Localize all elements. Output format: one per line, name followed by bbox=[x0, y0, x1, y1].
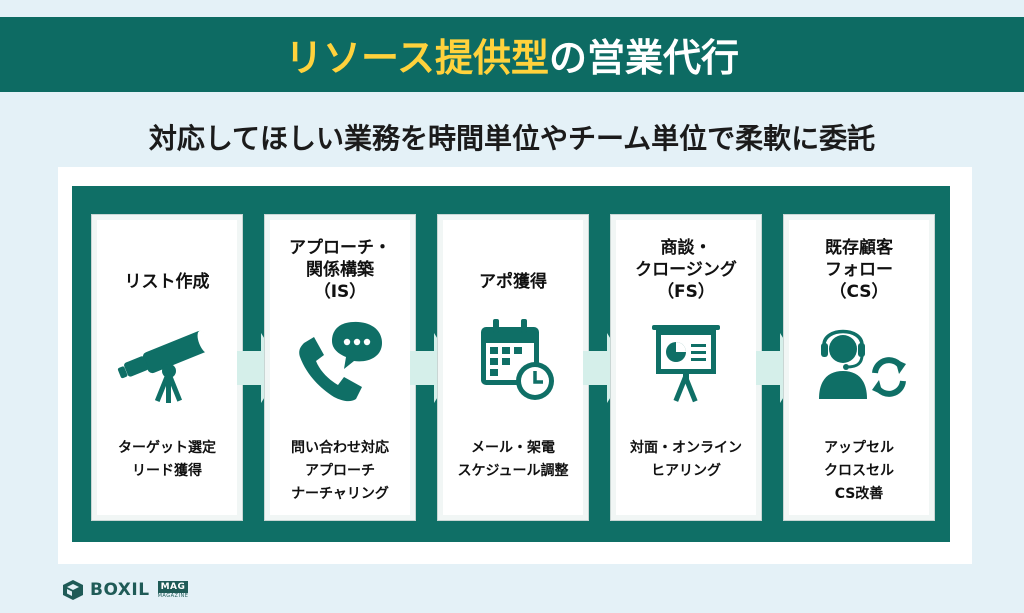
box-logo-icon bbox=[63, 580, 83, 600]
step-title: アポ獲得 bbox=[438, 271, 588, 293]
step-title-line: フォロー bbox=[825, 260, 893, 280]
title-banner: リソース提供型の営業代行 bbox=[0, 17, 1024, 92]
title-rest-text: の営業代行 bbox=[549, 36, 740, 80]
presentation-icon bbox=[652, 325, 720, 403]
step-title: 既存顧客 フォロー （CS） bbox=[784, 237, 934, 303]
step-title: アプローチ・ 関係構築 （IS） bbox=[265, 237, 415, 303]
step-title-line: （IS） bbox=[313, 282, 367, 302]
step-closing-fs: 商談・ クロージング （FS） 対面・オンライン ヒアリング bbox=[610, 214, 762, 521]
boxil-mag-logo: BOXIL MAG MAGAZINE bbox=[62, 577, 189, 603]
subtitle: 対応してほしい業務を時間単位やチーム単位で柔軟に委託 bbox=[148, 122, 876, 155]
step-description: メール・架電 スケジュール調整 bbox=[438, 437, 588, 483]
step-desc-line: ヒアリング bbox=[651, 463, 721, 479]
step-desc-line: 対面・オンライン bbox=[630, 440, 742, 456]
step-title-line: アポ獲得 bbox=[479, 272, 547, 292]
step-title-line: 既存顧客 bbox=[825, 238, 893, 258]
step-desc-line: ターゲット選定 bbox=[118, 440, 216, 456]
headset-refresh-icon bbox=[819, 329, 906, 399]
step-title-line: アプローチ・ bbox=[289, 238, 391, 258]
step-desc-line: リード獲得 bbox=[132, 463, 202, 479]
step-title-line: リスト作成 bbox=[124, 272, 210, 292]
step-description: アップセル クロスセル CS改善 bbox=[784, 437, 934, 506]
logo-mag-label: MAG bbox=[157, 580, 189, 593]
step-desc-line: スケジュール調整 bbox=[457, 463, 569, 479]
telescope-icon bbox=[117, 330, 211, 403]
step-desc-line: クロスセル bbox=[824, 463, 894, 479]
logo-mag-sub: MAGAZINE bbox=[157, 592, 189, 599]
step-description: ターゲット選定 リード獲得 bbox=[92, 437, 242, 483]
step-approach-is: アプローチ・ 関係構築 （IS） 問い合わせ対応 アプローチ ナーチャリング bbox=[264, 214, 416, 521]
calendar-clock-icon bbox=[481, 319, 554, 400]
step-title: 商談・ クロージング （FS） bbox=[611, 237, 761, 303]
step-desc-line: アプローチ bbox=[305, 463, 375, 479]
step-description: 対面・オンライン ヒアリング bbox=[611, 437, 761, 483]
step-title: リスト作成 bbox=[92, 271, 242, 293]
step-desc-line: CS改善 bbox=[834, 486, 884, 502]
step-desc-line: 問い合わせ対応 bbox=[291, 440, 389, 456]
logo-text: BOXIL bbox=[90, 580, 150, 600]
step-desc-line: メール・架電 bbox=[471, 440, 555, 456]
step-list-creation: リスト作成 ターゲット選定 リード獲得 bbox=[91, 214, 243, 521]
step-title-line: （FS） bbox=[657, 282, 715, 302]
step-desc-line: アップセル bbox=[824, 440, 894, 456]
step-title-line: 商談・ bbox=[660, 238, 712, 258]
logo-mag: MAG MAGAZINE bbox=[157, 580, 189, 600]
step-desc-line: ナーチャリング bbox=[291, 486, 389, 502]
phone-chat-icon bbox=[299, 321, 382, 402]
step-title-line: 関係構築 bbox=[306, 260, 374, 280]
step-appointment: アポ獲得 メール・架電 スケジュール調整 bbox=[437, 214, 589, 521]
title-accent-text: リソース提供型 bbox=[284, 36, 550, 80]
step-title-line: クロージング bbox=[635, 260, 737, 280]
step-customer-follow-cs: 既存顧客 フォロー （CS） アップセル クロスセル CS改善 bbox=[783, 214, 935, 521]
step-description: 問い合わせ対応 アプローチ ナーチャリング bbox=[265, 437, 415, 506]
step-title-line: （CS） bbox=[829, 282, 889, 302]
